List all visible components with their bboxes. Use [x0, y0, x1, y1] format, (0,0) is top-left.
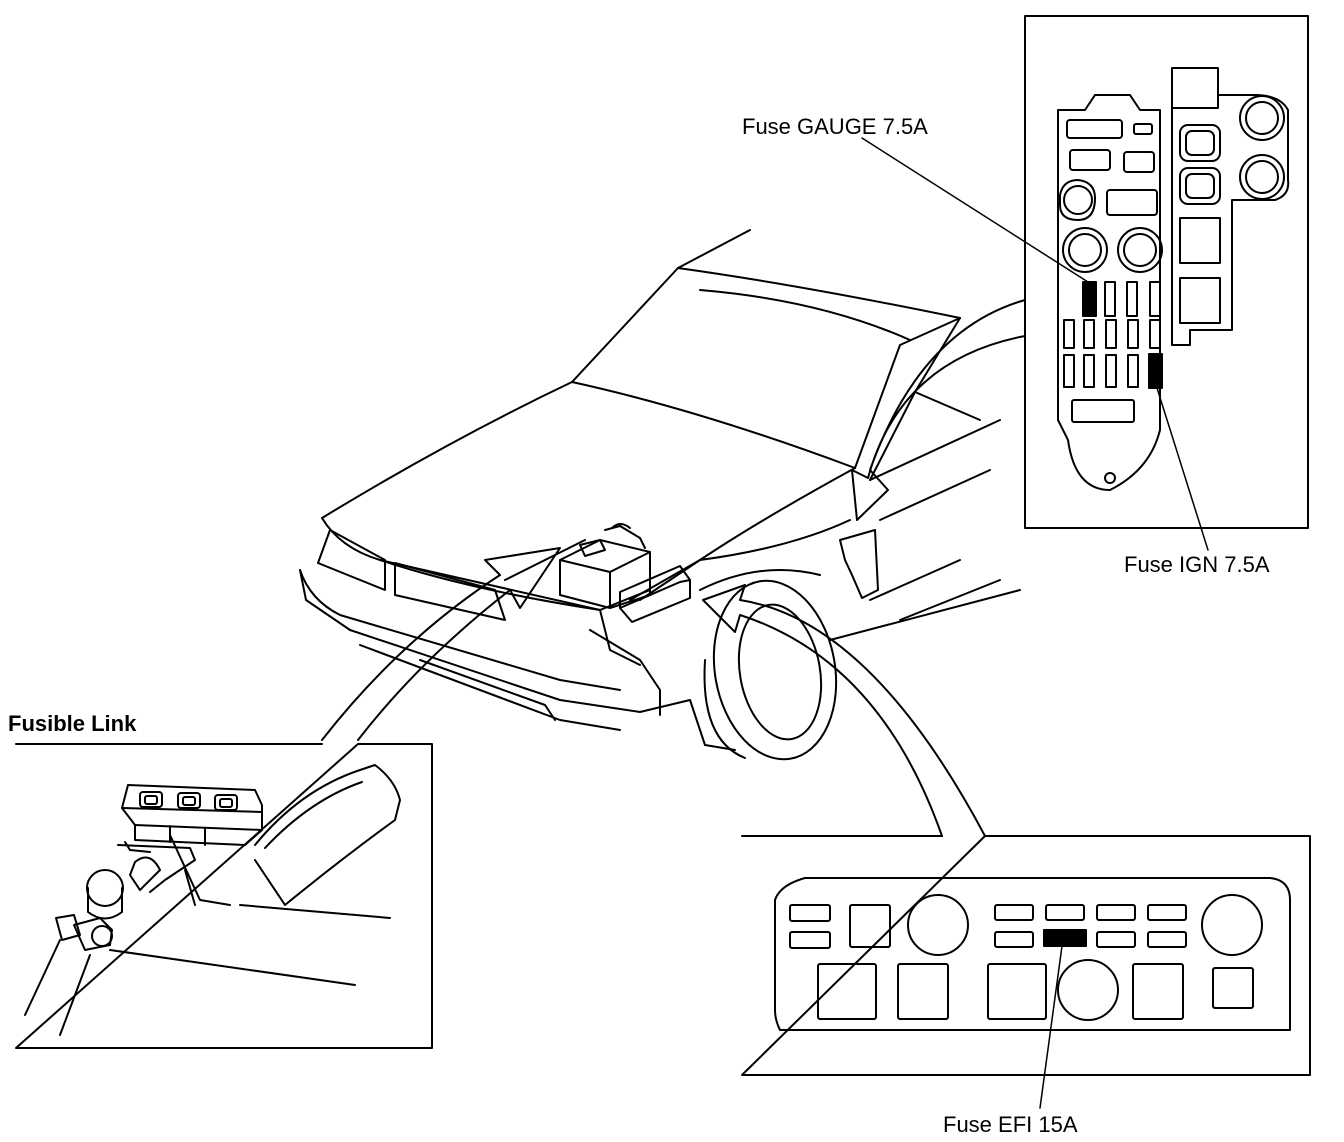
fuse-gauge-label: Fuse GAUGE 7.5A [742, 114, 928, 139]
fusible-link-label: Fusible Link [8, 711, 137, 736]
fuse-ign-label: Fuse IGN 7.5A [1124, 552, 1270, 577]
fusible-link-panel [16, 744, 432, 1048]
battery-icon [560, 524, 650, 608]
car-illustration [300, 230, 1020, 769]
fuse-efi-highlight [1044, 930, 1086, 946]
engine-fuse-box-panel [742, 836, 1310, 1108]
junction-box-panel [862, 16, 1308, 550]
callout-arrows [322, 300, 1025, 836]
fuse-efi-label: Fuse EFI 15A [943, 1112, 1078, 1137]
relay-box-icon [620, 566, 690, 622]
fuse-ign-highlight [1149, 354, 1162, 388]
fuse-gauge-highlight [1083, 282, 1096, 316]
